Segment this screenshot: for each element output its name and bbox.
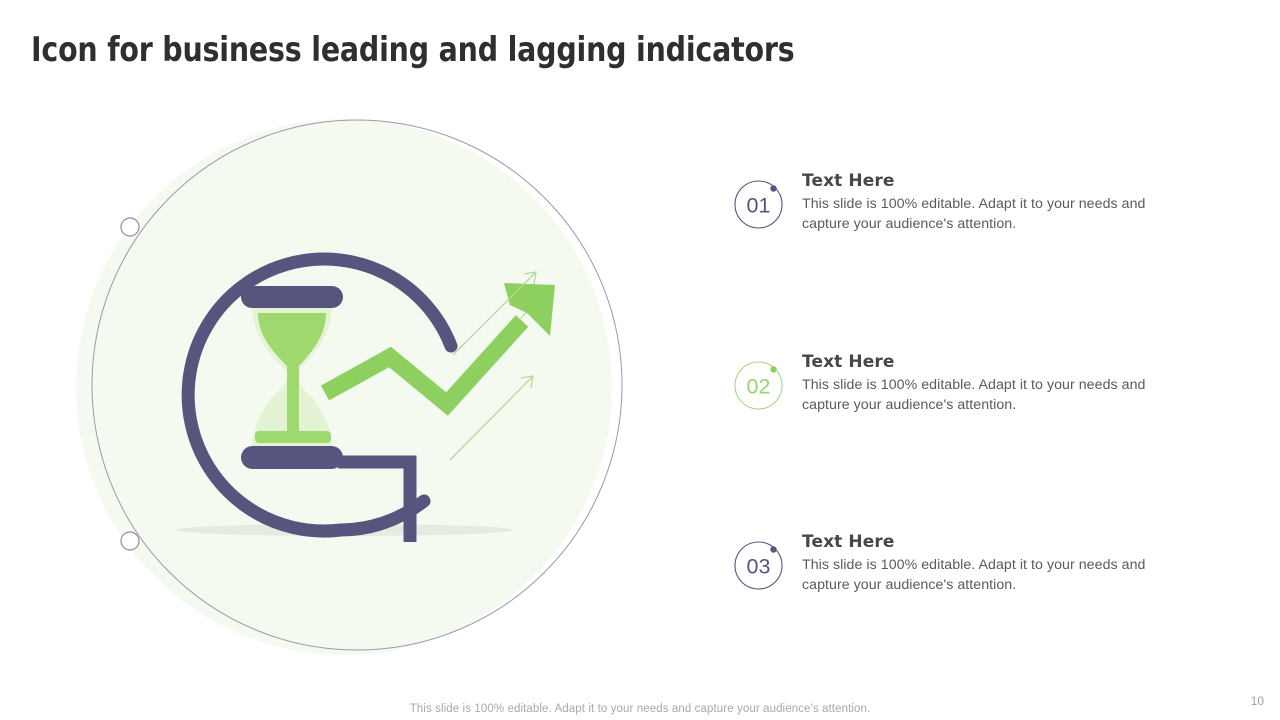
outer-ring: [91, 119, 623, 651]
hourglass-cap-bottom: [241, 446, 343, 469]
badge-ring: [734, 180, 783, 229]
item-heading: Text Here: [802, 352, 895, 372]
page-title: Icon for business leading and lagging in…: [31, 30, 795, 70]
item-text-block: Text Here This slide is 100% editable. A…: [802, 531, 1202, 595]
item-text-block: Text Here This slide is 100% editable. A…: [802, 351, 1202, 415]
item-body: This slide is 100% editable. Adapt it to…: [802, 557, 1146, 593]
marker-dot-bottom: [120, 531, 140, 551]
badge-dot: [770, 366, 777, 373]
badge-ring: [734, 361, 783, 410]
list-item[interactable]: 02 Text Here This slide is 100% editable…: [733, 341, 1233, 431]
list-item[interactable]: 01 Text Here This slide is 100% editable…: [733, 160, 1233, 250]
footer-note: This slide is 100% editable. Adapt it to…: [409, 703, 871, 715]
refresh-arrow-circle: [181, 252, 458, 542]
page-number: 10: [1250, 694, 1264, 708]
badge-number: 02: [747, 375, 771, 399]
hourglass-cap-top: [241, 286, 343, 308]
number-badge-01: 01: [733, 178, 784, 229]
item-body: This slide is 100% editable. Adapt it to…: [802, 377, 1146, 413]
badge-ring: [734, 541, 783, 590]
thin-arrow-upper: [452, 271, 537, 356]
hourglass: [241, 286, 343, 469]
number-badge-02: 02: [733, 359, 784, 410]
badge-number: 03: [747, 555, 771, 579]
badge-number: 01: [747, 194, 771, 218]
item-heading: Text Here: [802, 532, 895, 552]
growth-arrow: [320, 283, 555, 416]
badge-dot: [770, 185, 777, 192]
list-item[interactable]: 03 Text Here This slide is 100% editable…: [733, 521, 1233, 611]
badge-dot: [770, 546, 777, 553]
leading-lagging-indicators-illustration: [72, 105, 632, 665]
thin-arrow-lower: [449, 375, 534, 461]
item-heading: Text Here: [802, 171, 895, 191]
number-badge-03: 03: [733, 539, 784, 590]
item-body: This slide is 100% editable. Adapt it to…: [802, 196, 1146, 232]
marker-dot-top: [120, 217, 140, 237]
item-text-block: Text Here This slide is 100% editable. A…: [802, 170, 1202, 234]
